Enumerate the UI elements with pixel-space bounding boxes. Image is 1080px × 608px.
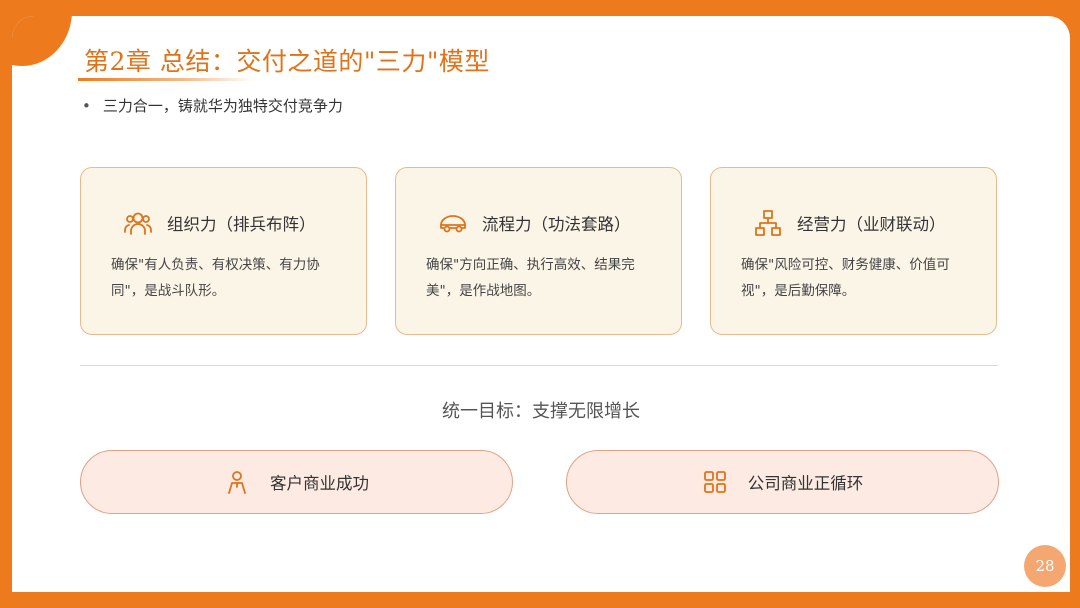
- card-header: 经营力（业财联动）: [753, 208, 946, 238]
- person-icon: [228, 471, 246, 494]
- people-icon: [124, 212, 152, 235]
- outcome-label: 公司商业正循环: [747, 474, 864, 493]
- corner-decoration: [12, 16, 72, 66]
- card-header: 组织力（排兵布阵）: [123, 208, 316, 238]
- card-description: 确保"方向正确、执行高效、结果完美"，是作战地图。: [426, 257, 635, 299]
- bullet-dot: •: [82, 97, 91, 115]
- page-number: 28: [1024, 545, 1066, 587]
- goal-heading: 统一目标：支撑无限增长: [442, 401, 640, 422]
- title-underline: [78, 78, 254, 81]
- card-description: 确保"风险可控、财务健康、价值可视"，是后勤保障。: [741, 257, 950, 299]
- card-title: 经营力（业财联动）: [797, 215, 946, 234]
- slide: 第2章 总结：交付之道的"三力"模型 • 三力合一，铸就华为独特交付竞争力 组织力…: [12, 16, 1070, 592]
- bullet-text: 三力合一，铸就华为独特交付竞争力: [102, 97, 343, 115]
- card-operations: 经营力（业财联动） 确保"风险可控、财务健康、价值可视"，是后勤保障。: [710, 167, 997, 335]
- card-title: 组织力（排兵布阵）: [167, 215, 316, 234]
- bullet-point: • 三力合一，铸就华为独特交付竞争力: [82, 95, 343, 116]
- card-header: 流程力（功法套路）: [438, 208, 631, 238]
- card-organization: 组织力（排兵布阵） 确保"有人负责、有权决策、有力协同"，是战斗队形。: [80, 167, 367, 335]
- grid-icon: [703, 471, 726, 493]
- divider: [80, 365, 998, 366]
- card-process: 流程力（功法套路） 确保"方向正确、执行高效、结果完美"，是作战地图。: [395, 167, 682, 335]
- outcome-company-cycle: 公司商业正循环: [566, 450, 999, 514]
- outcome-label: 客户商业成功: [270, 474, 369, 493]
- card-description: 确保"有人负责、有权决策、有力协同"，是战斗队形。: [111, 257, 320, 299]
- org-chart-icon: [755, 210, 781, 236]
- slide-title: 第2章 总结：交付之道的"三力"模型: [84, 47, 490, 76]
- outcome-customer-success: 客户商业成功: [80, 450, 513, 514]
- card-title: 流程力（功法套路）: [482, 215, 631, 234]
- car-icon: [440, 215, 466, 233]
